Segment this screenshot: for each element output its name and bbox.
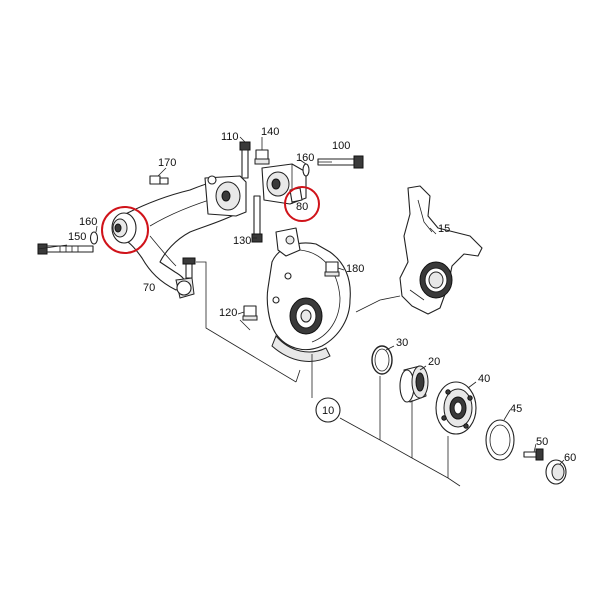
label-120: 120 bbox=[219, 307, 237, 319]
cap-60 bbox=[545, 459, 567, 485]
washer-160-left bbox=[89, 231, 99, 245]
steering-knuckle bbox=[399, 185, 483, 315]
label-140: 140 bbox=[261, 126, 279, 138]
wheel-bearing-20 bbox=[399, 365, 429, 403]
label-100: 100 bbox=[332, 140, 350, 152]
highlight-circle-80 bbox=[284, 186, 320, 222]
nut-140 bbox=[254, 149, 270, 165]
hub-flange-40 bbox=[435, 381, 477, 435]
washer-160-right bbox=[302, 163, 310, 177]
snap-ring-30 bbox=[371, 345, 393, 375]
label-80: 80 bbox=[296, 201, 308, 213]
label-150: 150 bbox=[68, 231, 86, 243]
rear-bushing-mount bbox=[204, 175, 247, 217]
front-bushing bbox=[111, 212, 137, 244]
label-160-left: 160 bbox=[79, 216, 97, 228]
label-130: 130 bbox=[233, 235, 251, 247]
clip-170 bbox=[149, 175, 169, 185]
label-15: 15 bbox=[438, 223, 450, 235]
label-45: 45 bbox=[510, 403, 522, 415]
bolt-50 bbox=[523, 448, 544, 461]
label-110: 110 bbox=[221, 131, 239, 143]
assembly-10-marker bbox=[315, 397, 341, 423]
label-50: 50 bbox=[536, 436, 548, 448]
nut-180 bbox=[324, 261, 340, 277]
label-180: 180 bbox=[346, 263, 364, 275]
highlight-circle-bushing bbox=[101, 206, 149, 254]
label-10: 10 bbox=[322, 405, 334, 417]
bolt-110 bbox=[239, 141, 251, 179]
label-170: 170 bbox=[158, 157, 176, 169]
part-labels: 110 140 100 160 170 160 150 80 130 15 18… bbox=[68, 126, 576, 464]
leader-lines bbox=[37, 136, 565, 487]
label-70: 70 bbox=[143, 282, 155, 294]
nut-120 bbox=[242, 305, 258, 321]
ring-45 bbox=[485, 419, 515, 461]
label-40: 40 bbox=[478, 373, 490, 385]
bolt-130 bbox=[251, 195, 263, 243]
label-20: 20 bbox=[428, 356, 440, 368]
backing-plate-hub bbox=[266, 227, 351, 362]
label-160-right: 160 bbox=[296, 152, 314, 164]
label-60: 60 bbox=[564, 452, 576, 464]
label-30: 30 bbox=[396, 337, 408, 349]
